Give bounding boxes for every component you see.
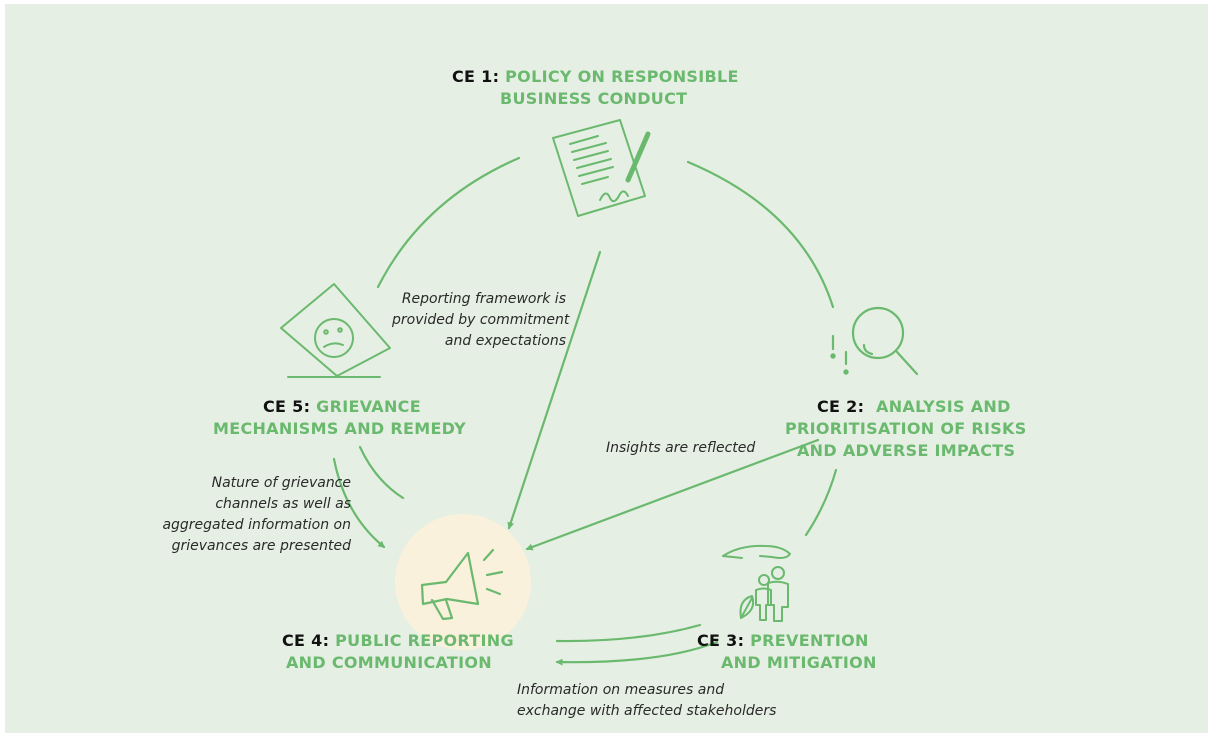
ce4-code: CE 4:: [282, 631, 330, 650]
grievance-info-line-3: aggregated information on: [162, 517, 351, 533]
sad-face-card-icon: [280, 283, 391, 378]
ce4-title: CE 4: PUBLIC REPORTING AND COMMUNICATION: [282, 630, 514, 674]
measures-info-line-1: Information on measures and: [517, 682, 725, 698]
grievance-info-caption: Nature of grievance channels as well as …: [150, 473, 351, 557]
ce5-code: CE 5:: [263, 397, 311, 416]
ce5-title-line-2: MECHANISMS AND REMEDY: [213, 419, 466, 438]
arrow-ce1-to-ce4: [507, 250, 602, 530]
ce1-title-line-2: BUSINESS CONDUCT: [500, 89, 688, 108]
megaphone-icon: [420, 548, 504, 621]
ce3-code: CE 3:: [697, 631, 745, 650]
cycle-arc-ce2-ce3: [804, 468, 838, 537]
arrow-ce5-to-ce4-inner: [358, 445, 405, 500]
measures-info-line-2: exchange with affected stakeholders: [517, 703, 777, 719]
ce5-title: CE 5: GRIEVANCE MECHANISMS AND REMEDY: [213, 396, 466, 440]
ce2-title-line-1: ANALYSIS AND: [876, 397, 1011, 416]
reporting-framework-line-1: Reporting framework is: [401, 291, 566, 307]
arrow-ce5-to-ce4-outer: [332, 457, 386, 549]
reporting-framework-line-2: provided by commitment: [392, 312, 570, 328]
ce3-title-line-1: PREVENTION: [750, 631, 869, 650]
ce2-title-line-2: PRIORITISATION OF RISKS: [785, 419, 1027, 438]
protected-family-icon: [722, 544, 791, 622]
ce3-title: CE 3: PREVENTION AND MITIGATION: [697, 630, 877, 674]
grievance-info-line-4: grievances are presented: [171, 538, 351, 554]
arrow-ce3-to-ce4-outer: [555, 640, 719, 666]
reporting-framework-line-3: and expectations: [444, 333, 566, 349]
arrow-ce2-to-ce4: [525, 438, 820, 551]
ce1-title: CE 1: POLICY ON RESPONSIBLE BUSINESS CON…: [452, 66, 739, 110]
ce2-title-line-3: AND ADVERSE IMPACTS: [797, 441, 1016, 460]
signed-document-icon: [552, 119, 651, 217]
highlight-circle: [395, 514, 531, 650]
diagram-background: [5, 4, 1208, 733]
insights-line-1: Insights are reflected: [606, 440, 756, 456]
ce2-title: CE 2: ANALYSIS AND PRIORITISATION OF RIS…: [785, 396, 1027, 462]
grievance-info-line-1: Nature of grievance: [211, 475, 351, 491]
ce5-title-line-1: GRIEVANCE: [316, 397, 421, 416]
grievance-info-line-2: channels as well as: [215, 496, 351, 512]
cycle-arc-ce1-ce2: [686, 160, 835, 309]
cycle-arc-ce5-ce1: [376, 156, 521, 289]
ce4-title-line-2: AND COMMUNICATION: [286, 653, 492, 672]
insights-caption: Insights are reflected: [606, 438, 755, 459]
ce1-code: CE 1:: [452, 67, 500, 86]
magnifier-icon: [830, 306, 919, 376]
arrow-ce3-to-ce4-inner: [555, 623, 702, 643]
ce4-title-line-1: PUBLIC REPORTING: [335, 631, 514, 650]
ce1-title-line-1: POLICY ON RESPONSIBLE: [505, 67, 739, 86]
measures-info-caption: Information on measures and exchange wit…: [517, 680, 776, 722]
ce2-code: CE 2:: [817, 397, 865, 416]
reporting-framework-caption: Reporting framework is provided by commi…: [392, 289, 570, 352]
ce3-title-line-2: AND MITIGATION: [721, 653, 877, 672]
